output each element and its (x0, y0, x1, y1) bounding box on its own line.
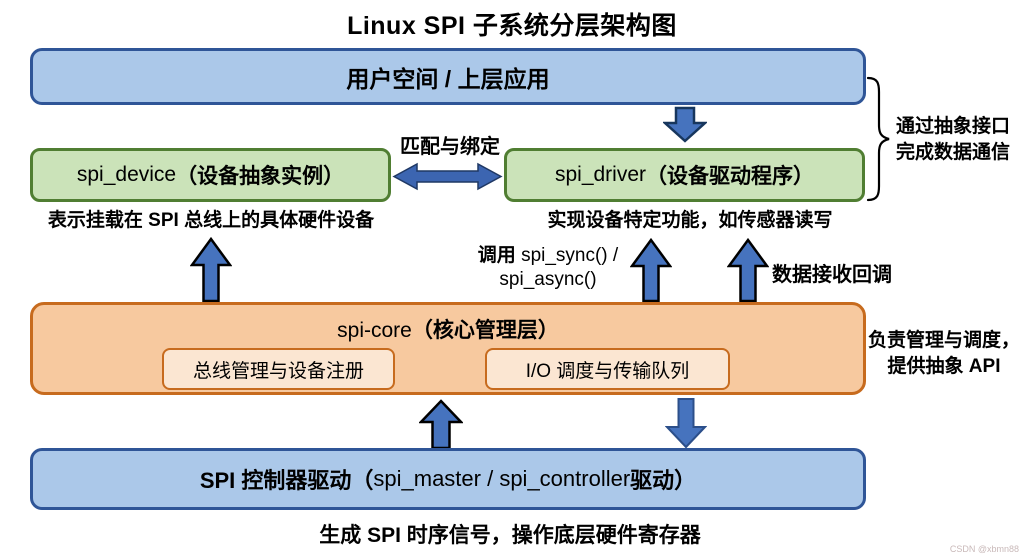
double-arrow-icon (392, 162, 503, 191)
brace-icon (866, 76, 892, 202)
core-module-io-queue: I/O 调度与传输队列 (485, 348, 730, 390)
spi-core-title: spi-core（核心管理层） (33, 314, 863, 344)
controller-desc: 生成 SPI 时序信号，操作底层硬件寄存器 (319, 524, 701, 547)
call-label-code: spi_sync() / (521, 245, 619, 266)
box-spi-core: spi-core（核心管理层） (30, 302, 866, 395)
call-label-zh: 调用 (477, 245, 522, 266)
spi-device-desc: 表示挂载在 SPI 总线上的具体硬件设备 (47, 210, 375, 231)
spi-core-code: spi-core (337, 319, 412, 342)
spi-device-code: spi_device (76, 163, 177, 186)
callback-label: 数据接收回调 (772, 264, 892, 286)
arrow-up-call-icon (630, 238, 672, 303)
watermark: CSDN @xbmn88 (949, 544, 1019, 554)
box-spi-device: spi_device（设备抽象实例） (30, 148, 391, 202)
arrow-down-core-to-controller-icon (665, 397, 707, 449)
spi-driver-name: （设备驱动程序） (646, 165, 815, 188)
controller-label-2: 驱动） (630, 468, 697, 493)
arrow-down-userspace-to-driver-icon (663, 106, 707, 143)
core-role-line2: 提供抽象 API (887, 356, 1001, 377)
box-user-space-label: 用户空间 / 上层应用 (346, 65, 550, 92)
spi-driver-code: spi_driver (554, 163, 647, 186)
diagram-title: Linux SPI 子系统分层架构图 (347, 12, 677, 40)
controller-label-code: spi_master / spi_controller (373, 466, 631, 491)
core-role-note: 负责管理与调度， 提供抽象 API (868, 328, 1020, 380)
core-module-bus-management: 总线管理与设备注册 (162, 348, 395, 390)
call-label-line2: spi_async() (499, 269, 597, 290)
abstract-interface-line2: 完成数据通信 (895, 142, 1010, 163)
abstract-interface-note: 通过抽象接口 完成数据通信 (885, 114, 1021, 166)
match-bind-label: 匹配与绑定 (400, 136, 500, 158)
arrow-up-callback-icon (727, 238, 769, 303)
spi-driver-desc: 实现设备特定功能，如传感器读写 (547, 210, 833, 231)
core-module-io-queue-label: I/O 调度与传输队列 (525, 360, 690, 382)
box-spi-controller: SPI 控制器驱动（spi_master / spi_controller 驱动… (30, 448, 866, 510)
call-label: 调用 spi_sync() / spi_async() (468, 244, 628, 292)
core-module-bus-management-label: 总线管理与设备注册 (192, 360, 364, 382)
spi-device-name: （设备抽象实例） (176, 165, 345, 188)
arrow-up-controller-to-core-icon (419, 399, 463, 450)
spi-core-name: （核心管理层） (411, 319, 559, 342)
arrow-up-core-to-device-icon (190, 237, 232, 303)
box-spi-driver: spi_driver（设备驱动程序） (504, 148, 865, 202)
box-user-space: 用户空间 / 上层应用 (30, 48, 866, 105)
abstract-interface-line1: 通过抽象接口 (895, 116, 1010, 137)
core-role-line1: 负责管理与调度， (868, 330, 1021, 351)
controller-label-1: SPI 控制器驱动（ (199, 468, 374, 493)
